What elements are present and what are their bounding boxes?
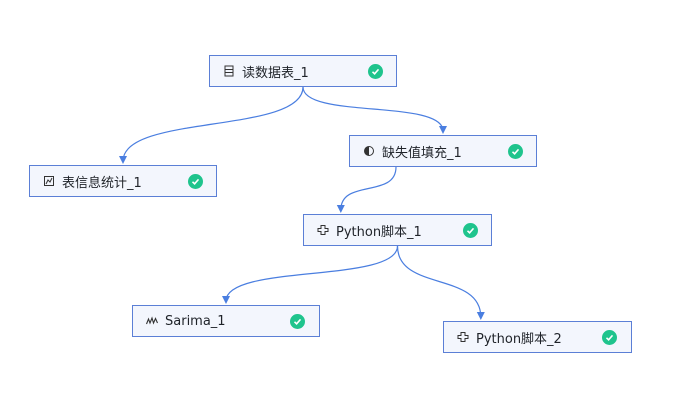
edge-arrowhead bbox=[336, 205, 345, 213]
node-label: 表信息统计_1 bbox=[62, 175, 142, 191]
success-check-icon bbox=[368, 64, 383, 79]
node-label: Sarima_1 bbox=[165, 313, 226, 329]
success-check-icon bbox=[602, 330, 617, 345]
edge-arrowhead bbox=[119, 156, 127, 164]
node-table-statistics[interactable]: 表信息统计_1 bbox=[29, 165, 217, 197]
node-label: Python脚本_1 bbox=[336, 224, 422, 240]
node-sarima[interactable]: Sarima_1 bbox=[132, 305, 320, 337]
success-check-icon bbox=[508, 144, 523, 159]
waveform-icon bbox=[145, 314, 159, 328]
node-python-script-1[interactable]: Python脚本_1 bbox=[303, 214, 492, 246]
half-circle-icon bbox=[362, 144, 376, 158]
edge-arrowhead bbox=[476, 312, 485, 320]
node-label: 缺失值填充_1 bbox=[382, 145, 462, 161]
edge-read-to-stat bbox=[122, 86, 304, 162]
statistics-icon bbox=[42, 174, 56, 188]
node-missing-value-fill[interactable]: 缺失值填充_1 bbox=[349, 135, 537, 167]
node-python-script-2[interactable]: Python脚本_2 bbox=[443, 321, 632, 353]
edge-py1-to-sarima bbox=[225, 245, 399, 302]
edge-read-to-fill bbox=[302, 86, 444, 132]
node-read-data-table[interactable]: 读数据表_1 bbox=[209, 55, 397, 87]
python-script-icon bbox=[456, 330, 470, 344]
node-label: Python脚本_2 bbox=[476, 331, 562, 347]
table-icon bbox=[222, 64, 236, 78]
python-script-icon bbox=[316, 223, 330, 237]
edge-py1-to-py2 bbox=[396, 245, 482, 318]
success-check-icon bbox=[463, 223, 478, 238]
node-label: 读数据表_1 bbox=[242, 65, 309, 81]
edge-arrowhead bbox=[222, 296, 230, 304]
edge-arrowhead bbox=[439, 126, 447, 134]
edge-fill-to-py1 bbox=[340, 166, 397, 211]
success-check-icon bbox=[188, 174, 203, 189]
success-check-icon bbox=[290, 314, 305, 329]
